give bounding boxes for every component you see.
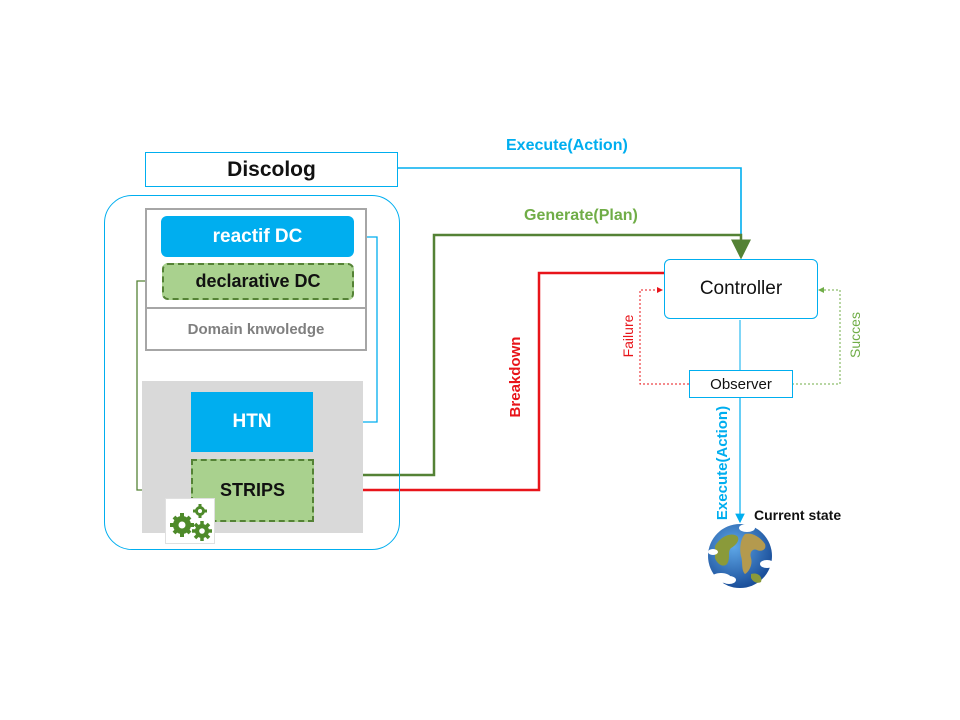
- htn-label: HTN: [232, 411, 272, 432]
- htn-box: HTN: [191, 392, 313, 452]
- execute-action-top-arrow: [398, 167, 748, 259]
- reactive-dc-label: reactif DC: [212, 225, 303, 247]
- execute-action-down-label: Execute(Action): [714, 405, 731, 521]
- strips-label: STRIPS: [219, 480, 285, 500]
- controller-box: Controller: [664, 259, 818, 319]
- group-divider: [145, 307, 367, 309]
- strips-box: STRIPS: [191, 459, 314, 522]
- current-state-label: Current state: [754, 507, 842, 523]
- declarative-dc-label: declarative DC: [195, 271, 321, 291]
- discolog-title: Discolog: [227, 157, 316, 181]
- failure-loop-arrow: [639, 287, 689, 385]
- domain-knowledge-label: Domain knwoledge: [187, 320, 325, 338]
- failure-label: Failure: [620, 314, 636, 358]
- controller-label: Controller: [699, 278, 783, 299]
- observer-label: Observer: [710, 375, 772, 393]
- discolog-container: [104, 195, 400, 550]
- success-label: Succes: [847, 312, 863, 358]
- breakdown-label: Breakdown: [507, 336, 524, 418]
- breakdown-arrow: [314, 271, 664, 500]
- discolog-title-box: Discolog: [145, 152, 398, 187]
- reactive-dc-box: reactif DC: [161, 216, 354, 257]
- generate-plan-label: Generate(Plan): [524, 207, 638, 224]
- observer-box: Observer: [689, 370, 793, 398]
- globe-icon: [701, 518, 779, 592]
- success-loop-arrow: [792, 287, 841, 385]
- declarative-dc-box: declarative DC: [162, 263, 354, 300]
- domain-knowledge-box: Domain knwoledge: [147, 309, 365, 349]
- execute-action-top-label: Execute(Action): [506, 137, 628, 154]
- generate-plan-arrow: [315, 233, 751, 477]
- gears-icon: [165, 498, 215, 544]
